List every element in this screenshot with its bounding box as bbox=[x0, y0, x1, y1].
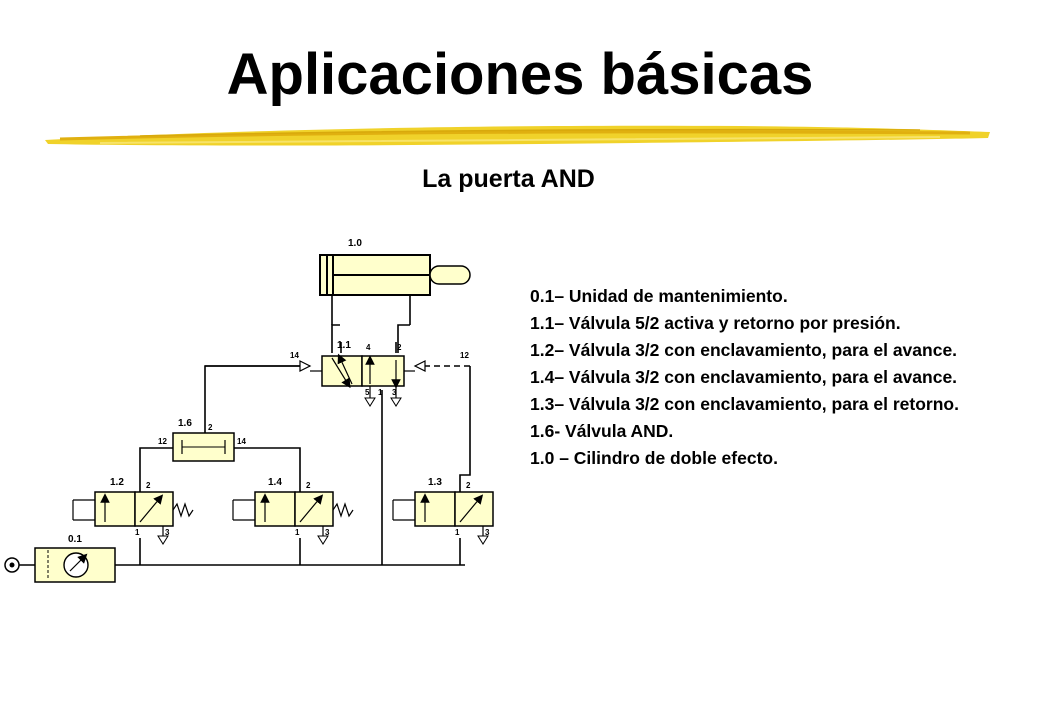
label-0-1: 0.1 bbox=[68, 534, 82, 545]
port-2-label: 2 bbox=[208, 423, 213, 432]
label-1-3: 1.3 bbox=[428, 477, 442, 488]
valve-1-2: 1.2 2 1 3 bbox=[72, 477, 194, 545]
valve-1-4: 1.4 2 1 3 bbox=[232, 477, 354, 545]
port-5-label: 5 bbox=[365, 388, 370, 397]
component-legend: 0.1– Unidad de mantenimiento. 1.1– Válvu… bbox=[530, 283, 1006, 472]
label-1-6: 1.6 bbox=[178, 418, 192, 429]
port-2-label: 2 bbox=[146, 481, 151, 490]
port-3-label: 3 bbox=[165, 528, 170, 537]
valve-1-1: 1.1 4 2 14 12 5 1 3 bbox=[290, 340, 469, 407]
page-title: Aplicaciones básicas bbox=[226, 42, 814, 107]
cylinder-1-0: 1.0 bbox=[319, 238, 471, 325]
port-12-label: 12 bbox=[158, 437, 167, 446]
service-unit-0-1: 0.1 bbox=[4, 534, 116, 583]
legend-item: 1.2– Válvula 3/2 con enclavamiento, para… bbox=[530, 340, 958, 360]
label-1-4: 1.4 bbox=[268, 477, 282, 488]
decorative-brush-stroke bbox=[45, 125, 990, 146]
port-3-label: 3 bbox=[392, 388, 397, 397]
legend-item: 1.0 – Cilindro de doble efecto. bbox=[530, 448, 778, 468]
label-1-0: 1.0 bbox=[348, 238, 362, 249]
port-14-label: 14 bbox=[290, 351, 299, 360]
port-2-label: 2 bbox=[466, 481, 471, 490]
port-3-label: 3 bbox=[325, 528, 330, 537]
legend-item: 1.6- Válvula AND. bbox=[530, 421, 674, 441]
port-14-label: 14 bbox=[237, 437, 246, 446]
valve-1-3: 1.3 2 1 3 bbox=[392, 477, 494, 545]
legend-item: 1.1– Válvula 5/2 activa y retorno por pr… bbox=[530, 313, 901, 333]
port-2-label: 2 bbox=[306, 481, 311, 490]
pneumatic-circuit-diagram: 1.0 1.1 4 2 14 12 5 1 3 1.6 2 12 14 bbox=[4, 238, 494, 583]
port-1-label: 1 bbox=[455, 528, 460, 537]
port-2-label: 2 bbox=[397, 343, 402, 352]
label-1-1: 1.1 bbox=[337, 340, 351, 351]
label-1-2: 1.2 bbox=[110, 477, 124, 488]
port-4-label: 4 bbox=[366, 343, 371, 352]
legend-item: 1.3– Válvula 3/2 con enclavamiento, para… bbox=[530, 394, 959, 414]
legend-item: 1.4– Válvula 3/2 con enclavamiento, para… bbox=[530, 367, 958, 387]
port-1-label: 1 bbox=[135, 528, 140, 537]
legend-item: 0.1– Unidad de mantenimiento. bbox=[530, 286, 788, 306]
section-subtitle: La puerta AND bbox=[422, 165, 595, 193]
port-12-label: 12 bbox=[460, 351, 469, 360]
port-1-label: 1 bbox=[378, 388, 383, 397]
valve-1-6: 1.6 2 12 14 bbox=[158, 418, 246, 462]
port-3-label: 3 bbox=[485, 528, 490, 537]
port-1-label: 1 bbox=[295, 528, 300, 537]
